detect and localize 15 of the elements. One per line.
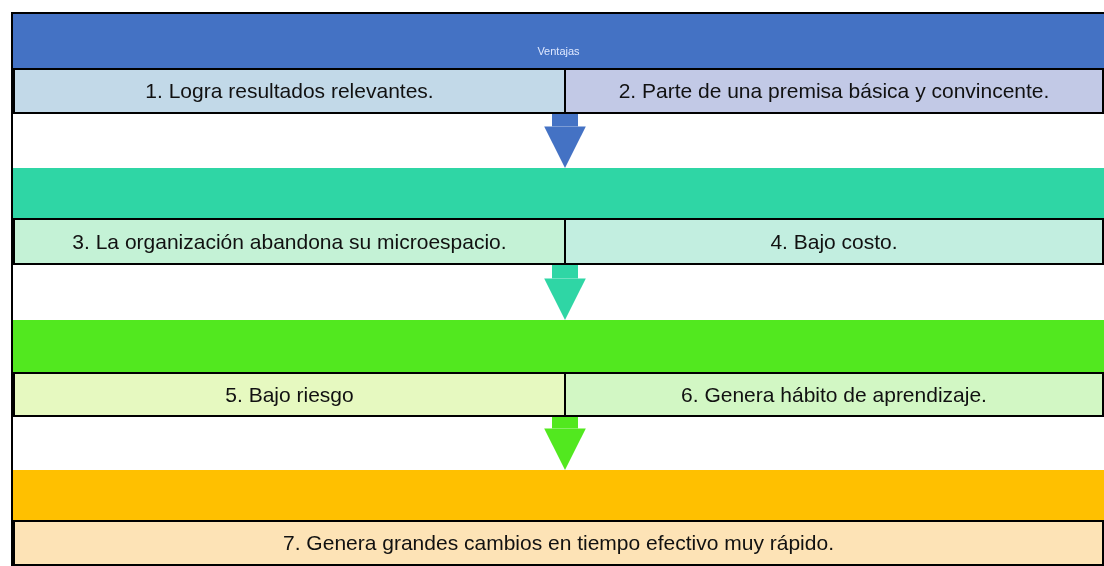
text-box: 6. Genera hábito de aprendizaje. [564,372,1104,417]
arrow [544,417,586,470]
band-title: Ventajas [536,45,581,57]
text-box: 2. Parte de una premisa básica y convincente. [564,68,1104,114]
text-box: 5. Bajo riesgo [13,372,566,417]
text-box: 4. Bajo costo. [564,218,1104,265]
arrow [544,265,586,320]
band-panel [13,14,1104,114]
text-box: 3. La organización abandona su microespacio. [13,218,566,265]
text-box: 1. Logra resultados relevantes. [13,68,566,114]
band-panel [13,320,1104,417]
band-panel [13,470,1104,566]
band-panel [13,168,1104,265]
text-box: 7. Genera grandes cambios en tiempo efectivo muy rápido. [13,520,1104,566]
arrow [544,114,586,168]
